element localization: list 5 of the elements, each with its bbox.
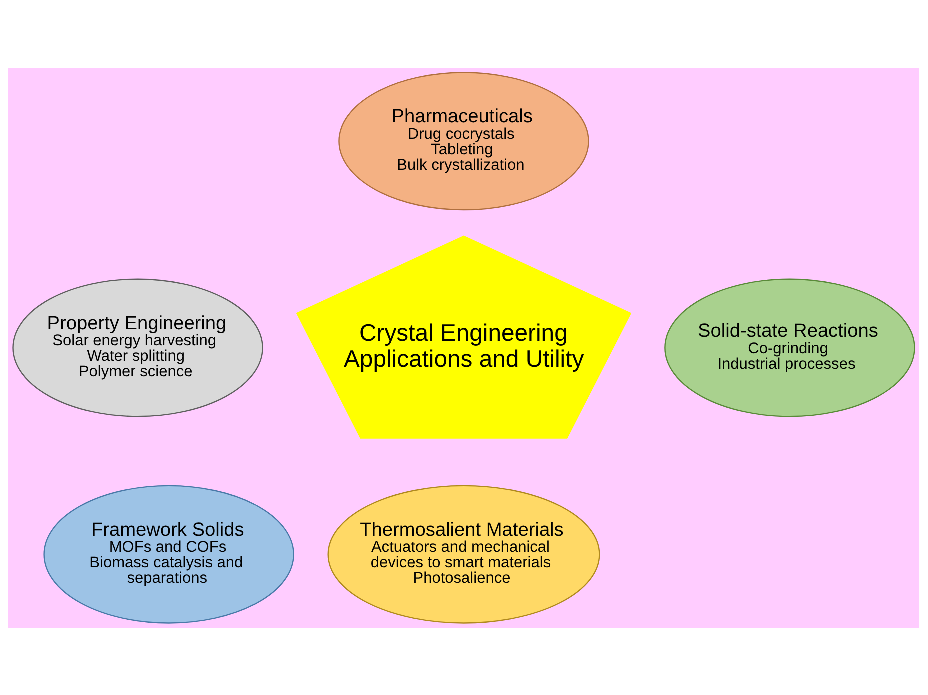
node-ellipse: Thermosalient Materials Actuators and mechanical devices to smart materials Photosalience bbox=[328, 484, 600, 624]
node-ellipse: Property Engineering Solar energy harvesting Water splitting Polymer science bbox=[12, 278, 264, 417]
node-ellipse: Solid-state Reactions Co-grinding Industrial processes bbox=[664, 278, 916, 417]
node-ellipse: Pharmaceuticals Drug cocrystals Tableting Bulk crystallization bbox=[338, 72, 590, 210]
node-ellipse: Framework Solids MOFs and COFs Biomass catalysis and separations bbox=[44, 484, 294, 624]
